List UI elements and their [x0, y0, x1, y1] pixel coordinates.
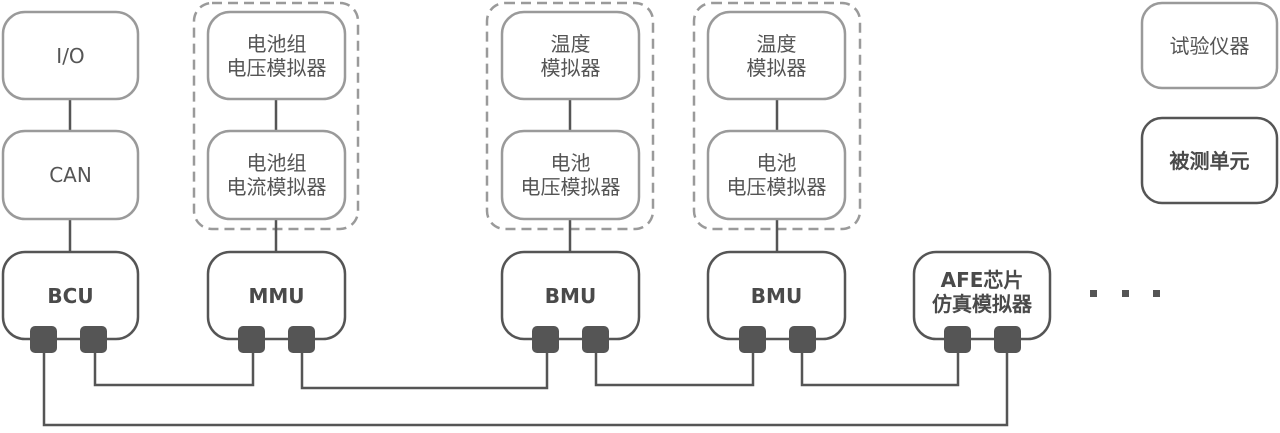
- node-pack-voltage-sim: [206, 10, 347, 101]
- node-cell-voltage-sim-2: [706, 129, 847, 221]
- ellipsis-icon: [1090, 290, 1160, 297]
- label-cell-voltage-sim-2: 电池 电压模拟器: [726, 151, 827, 199]
- port-bcu-1: [30, 326, 57, 353]
- port-bmu1-2: [582, 326, 609, 353]
- legend-instrument-label: 试验仪器: [1169, 33, 1250, 58]
- node-bcu: [1, 250, 140, 341]
- label-temp-sim-2: 温度 模拟器: [746, 31, 807, 80]
- label-afe-sim: AFE芯片 仿真模拟器: [932, 267, 1032, 316]
- label-bmu-1: BMU: [544, 283, 597, 308]
- label-bmu-2: BMU: [750, 283, 803, 308]
- node-bmu-1: [500, 250, 641, 341]
- label-can: CAN: [49, 163, 92, 187]
- node-temp-sim-2: [706, 10, 847, 101]
- port-bcu-2: [80, 326, 107, 353]
- port-afe-1: [944, 326, 971, 353]
- port-mmu-1: [238, 326, 265, 353]
- port-bmu2-1: [739, 326, 766, 353]
- node-afe-sim: [912, 250, 1052, 341]
- label-pack-voltage-sim: 电池组 电压模拟器: [226, 31, 327, 80]
- node-can: [1, 129, 140, 221]
- label-bcu: BCU: [47, 283, 94, 308]
- label-pack-current-sim: 电池组 电流模拟器: [226, 151, 327, 199]
- label-mmu: MMU: [248, 283, 305, 308]
- legend-unit-box: [1140, 116, 1279, 205]
- port-mmu-2: [288, 326, 315, 353]
- port-bmu2-2: [789, 326, 816, 353]
- node-bmu-2: [706, 250, 847, 341]
- port-afe-2: [994, 326, 1021, 353]
- legend-unit-label: 被测单元: [1169, 148, 1250, 173]
- label-io: I/O: [56, 43, 85, 68]
- port-bmu1-1: [532, 326, 559, 353]
- label-cell-voltage-sim-1: 电池 电压模拟器: [520, 151, 621, 199]
- label-temp-sim-1: 温度 模拟器: [540, 31, 601, 80]
- node-mmu: [206, 250, 347, 341]
- node-io: [1, 10, 140, 101]
- node-temp-sim-1: [500, 10, 641, 101]
- legend-instrument-box: [1140, 1, 1279, 90]
- vertical-links: [68, 99, 779, 252]
- bus-links: [42, 350, 1009, 427]
- node-pack-current-sim: [206, 129, 347, 221]
- node-cell-voltage-sim-1: [500, 129, 641, 221]
- ports: [30, 326, 1021, 353]
